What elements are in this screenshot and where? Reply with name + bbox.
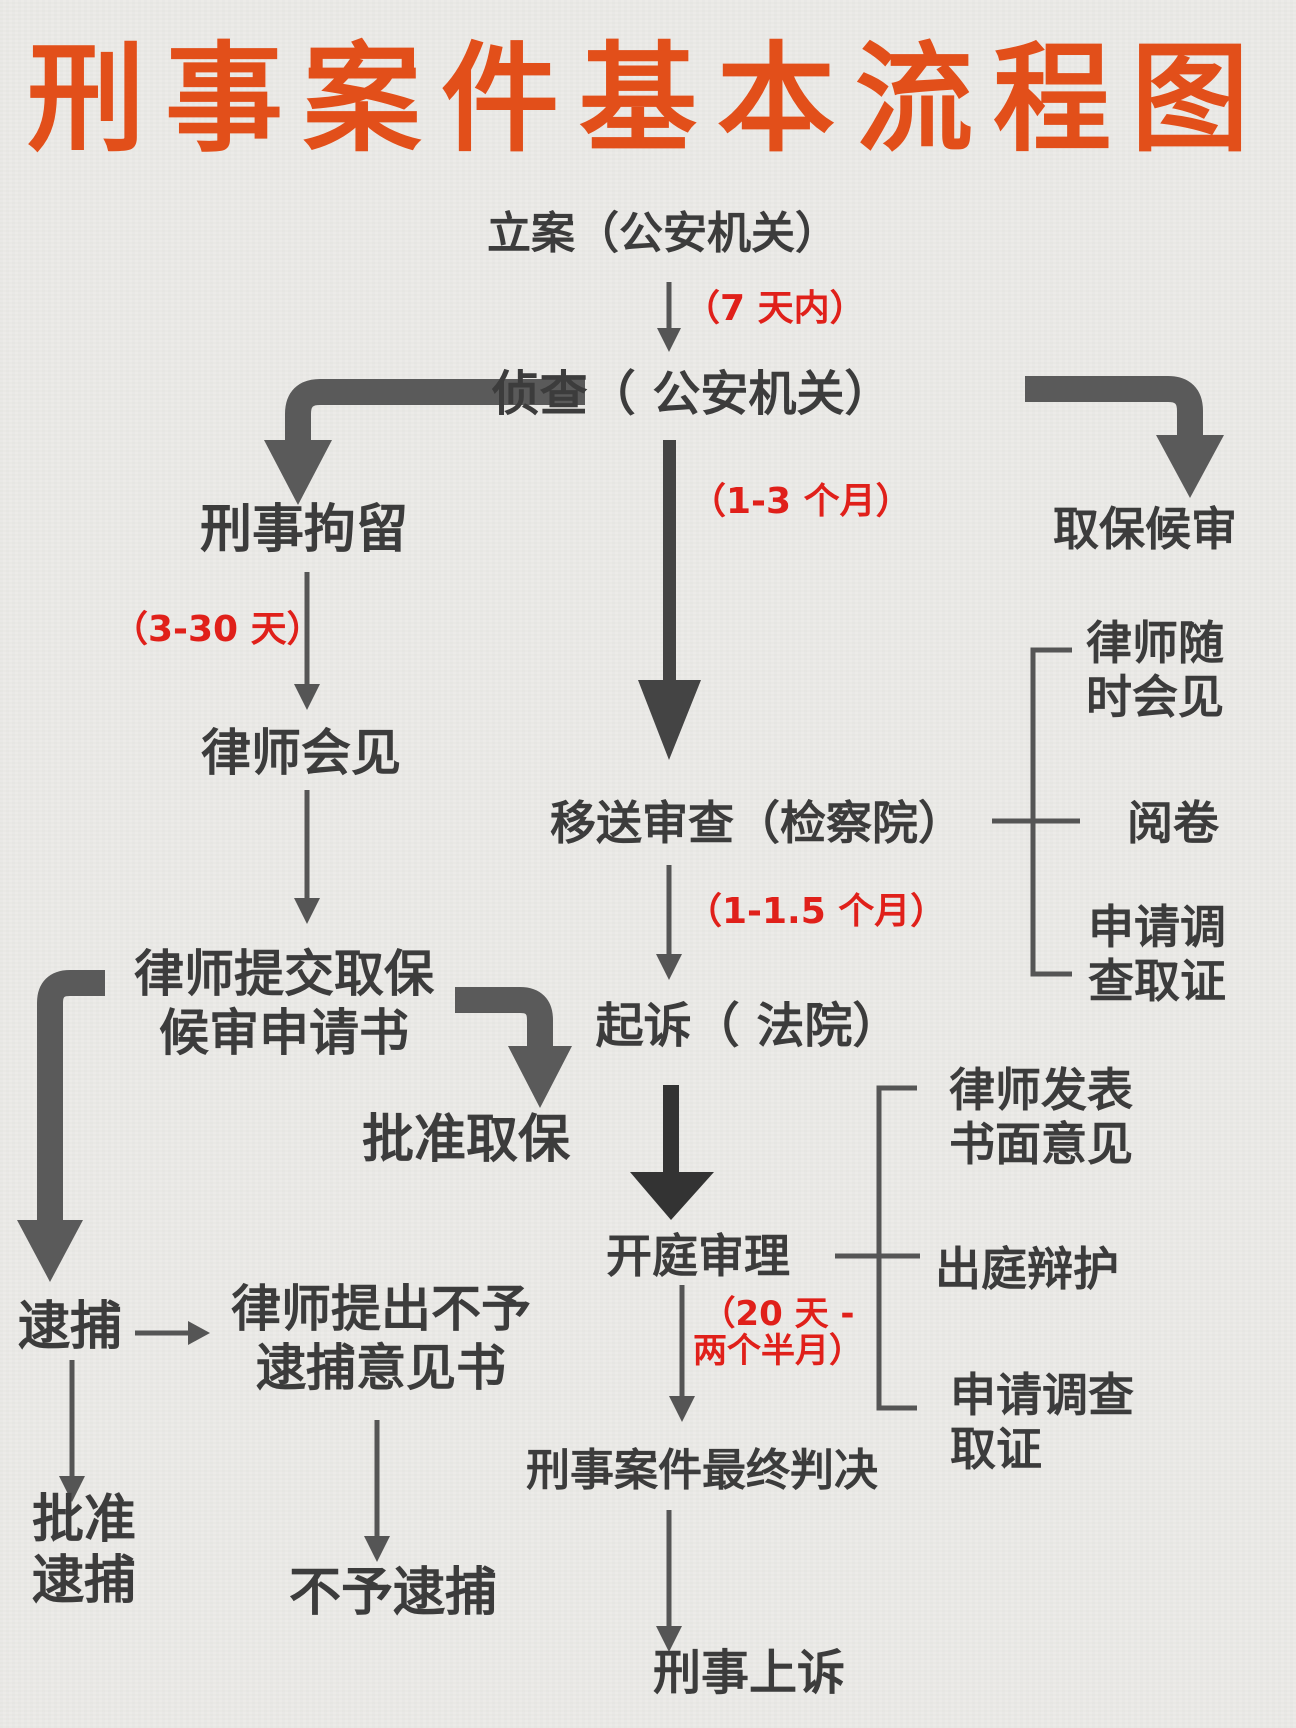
arrowhead-meeting <box>294 898 320 924</box>
arrowhead-opinion <box>364 1536 390 1562</box>
duration-trial-judgment: （20 天 - 两个半月） <box>693 1294 863 1372</box>
duration-detention-meeting: （3-30 天） <box>112 609 323 650</box>
side-lawyer-written-opinion: 律师发表 书面意见 <box>949 1063 1133 1172</box>
node-bail-pending-trial: 取保候审 <box>1053 502 1237 556</box>
duration-trial-line2: 两个半月） <box>693 1331 863 1372</box>
arrow-bailapp-arrest <box>37 970 105 1225</box>
node-appeal: 刑事上诉 <box>652 1645 846 1701</box>
node-lawyer-bail-application: 律师提交取保 候审申请书 <box>134 945 434 1063</box>
node-approve-bail: 批准取保 <box>361 1110 571 1170</box>
duration-filing-investigation: （7 天内） <box>684 288 866 329</box>
side-court-defense: 出庭辩护 <box>935 1242 1119 1296</box>
side-read-files: 阅卷 <box>1127 796 1219 850</box>
arrowhead-trial <box>669 1396 695 1422</box>
side-review-investigate-line2: 查取证 <box>1088 954 1226 1009</box>
node-arrest: 逮捕 <box>18 1297 123 1357</box>
arrowhead-detention <box>294 684 320 710</box>
arrow-investigation-review <box>638 440 701 760</box>
approve-arrest-line2: 逮捕 <box>31 1551 137 1612</box>
side-review-investigate-line1: 申请调 <box>1088 900 1226 954</box>
node-prosecution: 起诉（ 法院） <box>595 998 901 1054</box>
side-meet-line2: 时会见 <box>1086 670 1224 725</box>
side-review-investigate: 申请调 查取证 <box>1088 900 1226 1009</box>
side-meet-line1: 律师随 <box>1086 616 1224 670</box>
duration-investigation-review: （1-3 个月） <box>690 481 912 522</box>
side-lawyer-meet-anytime: 律师随 时会见 <box>1086 616 1224 725</box>
arrowhead-filing <box>657 328 681 352</box>
node-lawyer-no-arrest-opinion: 律师提出不予 逮捕意见书 <box>231 1280 531 1398</box>
node-final-judgment: 刑事案件最终判决 <box>526 1445 878 1496</box>
side-trial-investigate-line2: 取证 <box>950 1422 1042 1477</box>
duration-trial-line1: （20 天 - <box>701 1294 855 1334</box>
node-no-arrest: 不予逮捕 <box>288 1563 498 1623</box>
no-arrest-opinion-line1: 律师提出不予 <box>231 1280 531 1338</box>
arrow-investigation-detention <box>285 379 585 445</box>
bail-application-line1: 律师提交取保 <box>134 945 434 1003</box>
side-trial-investigate-line1: 申请调查 <box>950 1368 1134 1422</box>
node-review-prosecution: 移送审查（检察院） <box>550 796 964 850</box>
no-arrest-opinion-line2: 逮捕意见书 <box>256 1339 506 1397</box>
arrowhead-judgment <box>656 1626 682 1652</box>
node-trial: 开庭审理 <box>606 1229 790 1283</box>
bail-application-line2: 候审申请书 <box>159 1004 409 1062</box>
arrow-prosecution-trial <box>630 1085 714 1220</box>
bracket-trial <box>876 1085 917 1411</box>
node-approve-arrest: 批准 逮捕 <box>32 1490 136 1613</box>
arrowhead-arrest <box>59 1476 85 1502</box>
arrowhead-review <box>656 954 682 980</box>
side-opinion-line2: 书面意见 <box>949 1117 1133 1172</box>
side-opinion-line1: 律师发表 <box>949 1063 1133 1117</box>
bracket-review <box>1030 647 1072 977</box>
duration-review-prosecution: （1-1.5 个月） <box>686 891 947 932</box>
arrow-investigation-bail <box>1025 376 1203 440</box>
arrowhead-arrest-right <box>188 1321 210 1345</box>
node-investigation: 侦查（ 公安机关） <box>491 366 893 422</box>
page-title: 刑事案件基本流程图 <box>26 30 1269 168</box>
side-trial-investigate: 申请调查 取证 <box>950 1368 1134 1477</box>
node-detention: 刑事拘留 <box>199 500 409 560</box>
node-filing: 立案（公安机关） <box>487 208 839 259</box>
arrow-bailapp-approve <box>455 987 553 1050</box>
node-lawyer-meeting: 律师会见 <box>201 724 401 782</box>
approve-arrest-line1: 批准 <box>31 1490 137 1550</box>
